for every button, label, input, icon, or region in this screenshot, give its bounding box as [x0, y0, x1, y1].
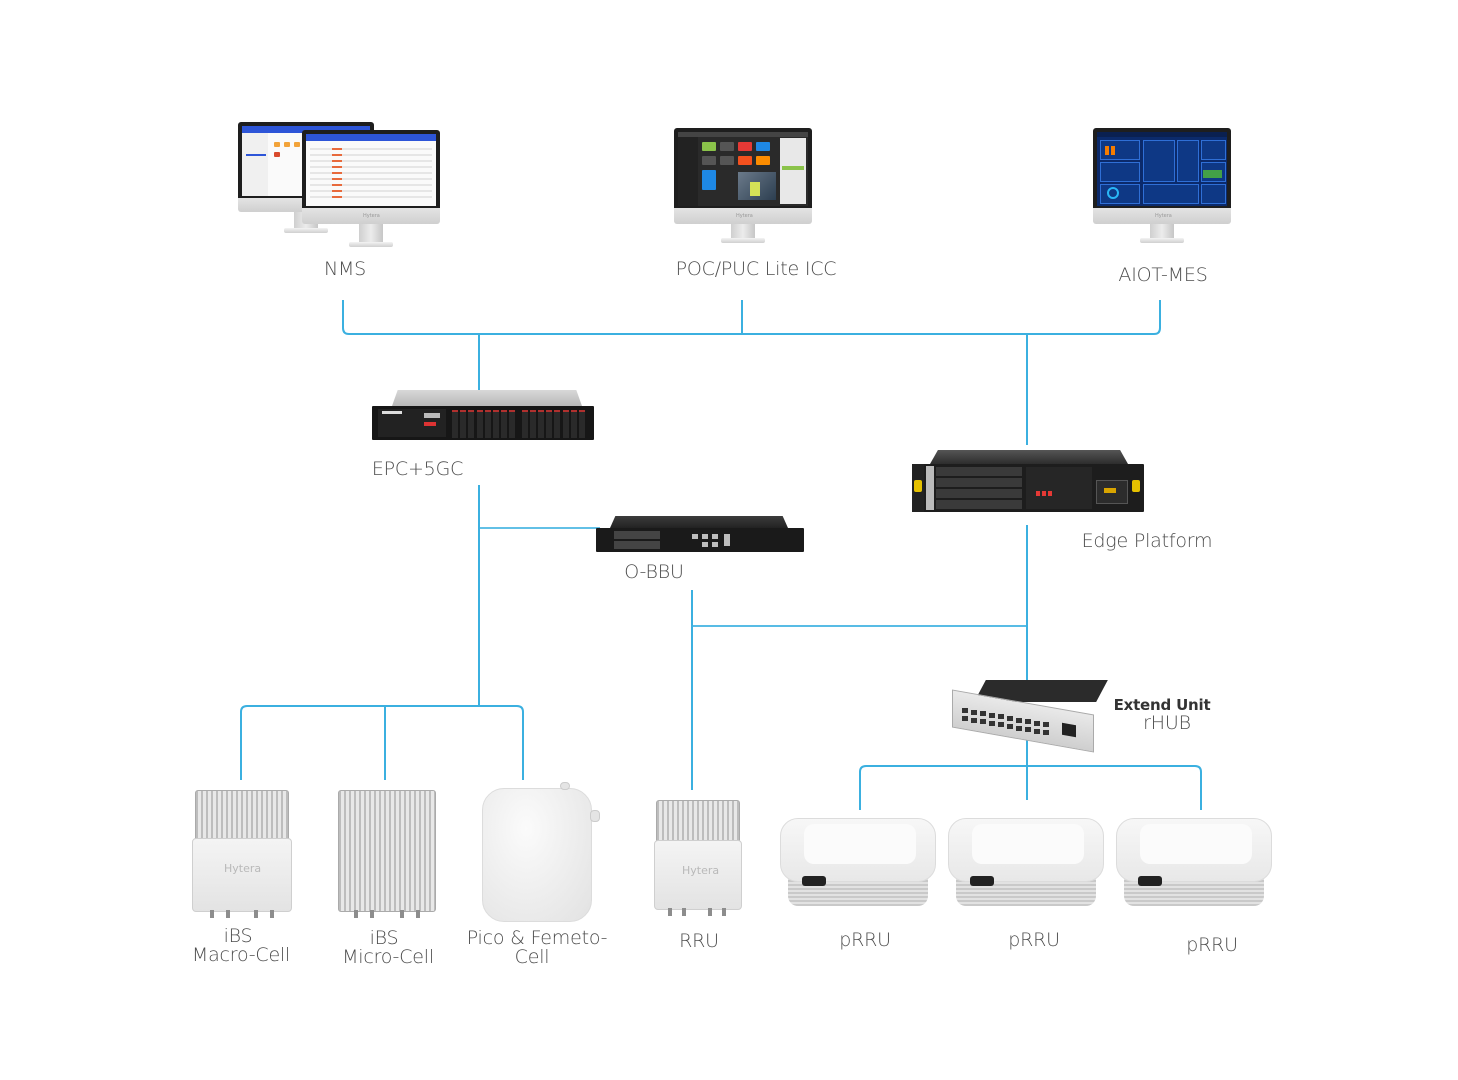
poc-label: POC/PUC Lite ICC [675, 258, 837, 280]
ethernet-port [989, 720, 995, 726]
monitor-brand-logo: Hytera [363, 213, 380, 219]
drive-bay [546, 410, 553, 438]
ibs-macro-label-line1: iBS [223, 925, 253, 947]
ethernet-port [1043, 730, 1049, 736]
prru-node[interactable] [1116, 818, 1272, 910]
ethernet-port [1043, 722, 1049, 728]
aiot-screen [1097, 132, 1227, 206]
prru-node[interactable] [780, 818, 936, 910]
drive-bay [484, 410, 491, 438]
poc-node[interactable]: Hytera [674, 128, 812, 246]
ethernet-port [1025, 719, 1031, 725]
nms-node[interactable]: Hytera [236, 122, 442, 254]
ethernet-port [989, 712, 995, 718]
drive-bay [521, 410, 528, 438]
epc-label: EPC+5GC [371, 458, 464, 480]
aiot-node[interactable]: Hytera [1093, 128, 1231, 246]
heatsink-fins [338, 790, 436, 912]
prru-1-label: pRRU [839, 929, 891, 951]
drive-bay [468, 410, 475, 438]
ethernet-port [1007, 716, 1013, 721]
rhub-title: Extend Unit [1113, 696, 1211, 714]
ethernet-port [1016, 725, 1022, 731]
ethernet-port [971, 717, 977, 723]
ibs-micro-label-line2: Micro-Cell [342, 946, 434, 968]
ethernet-port [998, 714, 1004, 720]
drive-bay [554, 410, 561, 438]
drive-bay [579, 410, 585, 438]
obbu-node[interactable] [596, 516, 804, 554]
ethernet-port [980, 711, 986, 717]
ethernet-port [1016, 717, 1022, 723]
rru-label: RRU [679, 930, 719, 952]
cable-icon [970, 876, 994, 886]
ibs-micro-label-line1: iBS [369, 927, 399, 949]
prru-2-label: pRRU [1008, 929, 1060, 951]
ibs-micro-node[interactable] [338, 790, 438, 920]
obbu-label: O-BBU [624, 561, 684, 583]
epc-node[interactable] [372, 390, 594, 442]
prru-3-label: pRRU [1186, 934, 1238, 956]
drive-bay [460, 410, 467, 438]
ibs-macro-node[interactable]: Hytera [192, 790, 292, 920]
rru-brand: Hytera [682, 864, 720, 877]
drive-bay [452, 410, 458, 438]
rru-node[interactable]: Hytera [654, 800, 742, 918]
rhub-label: rHUB [1143, 712, 1191, 734]
drive-bay [562, 410, 569, 438]
drive-bay [493, 410, 499, 438]
aiot-label: AIOT-MES [1118, 264, 1208, 286]
ethernet-port [962, 708, 968, 713]
nms-label: NMS [323, 258, 367, 280]
ethernet-port [1025, 727, 1031, 733]
wire-prru-bus [859, 765, 1202, 810]
heatsink-fins [656, 800, 740, 844]
edge-label: Edge Platform [1081, 530, 1213, 552]
pico-cell-body [482, 788, 592, 922]
ethernet-port [998, 722, 1004, 728]
heatsink-fins [195, 790, 289, 842]
edge-node[interactable] [912, 450, 1144, 514]
drive-bay [501, 410, 508, 438]
ethernet-port [1034, 728, 1040, 734]
pico-label-line1: Pico & Femeto- [466, 927, 608, 949]
pico-node[interactable] [480, 782, 600, 924]
prru-node[interactable] [948, 818, 1104, 910]
wire-management-bus [342, 300, 1161, 335]
ethernet-port [971, 709, 977, 715]
nms-front-screen [306, 134, 436, 206]
drive-bay [570, 410, 577, 438]
drive-bay [476, 410, 483, 438]
cable-icon [1138, 876, 1162, 886]
drive-bay [529, 410, 536, 438]
pico-label-line2: Cell [514, 946, 550, 968]
drive-bay [509, 410, 516, 438]
ethernet-port [1034, 720, 1040, 726]
ethernet-port [962, 716, 968, 721]
rhub-node[interactable] [950, 678, 1108, 753]
drive-bay [538, 410, 544, 438]
wire-access-bus [240, 705, 524, 780]
ibs-macro-brand: Hytera [224, 862, 262, 875]
ibs-macro-label-line2: Macro-Cell [191, 944, 291, 966]
poc-screen [678, 132, 808, 206]
ethernet-port [980, 719, 986, 725]
ethernet-port [1007, 724, 1013, 729]
cable-icon [802, 876, 826, 886]
